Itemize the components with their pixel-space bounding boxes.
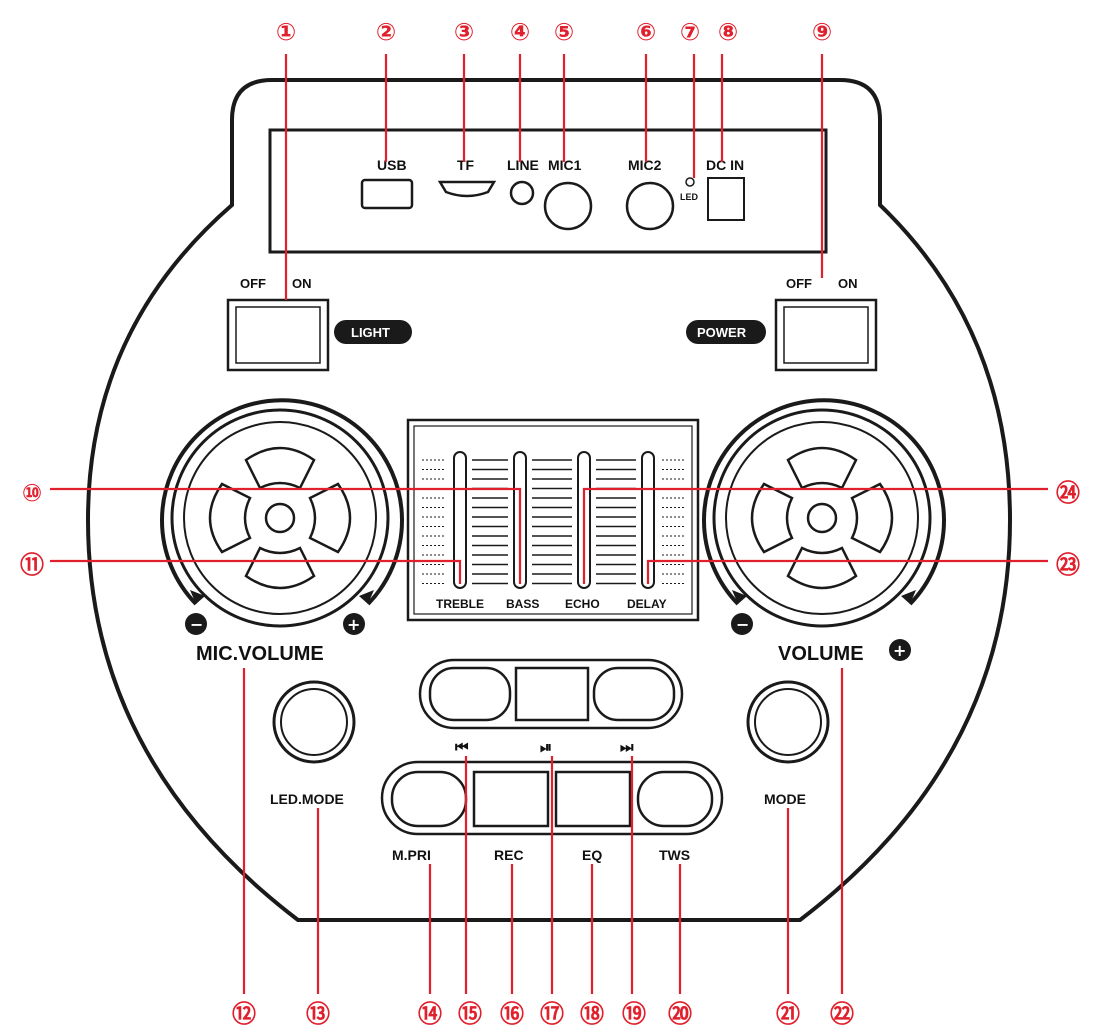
mic1-label: MIC1 — [548, 157, 582, 173]
eq-label: EQ — [582, 847, 602, 863]
power-off-label: OFF — [786, 276, 812, 291]
leader-11 — [50, 559, 462, 584]
power-pill-label: POWER — [697, 325, 747, 340]
slider-scales — [422, 459, 684, 585]
dcin-port — [707, 177, 745, 221]
tf-slot — [437, 180, 497, 198]
slider-track[interactable] — [641, 451, 655, 589]
led-label: LED — [680, 192, 699, 202]
callout-16: ⑯ — [500, 1000, 524, 1028]
callout-2: ② — [376, 18, 396, 46]
callout-13: ⑬ — [306, 1000, 330, 1028]
callout-19: ⑲ — [622, 1000, 646, 1028]
transport-buttons: ⏮ ⏯ ⏭ — [418, 658, 684, 756]
callout-6: ⑥ — [636, 18, 656, 46]
led-mode-label: LED.MODE — [270, 791, 344, 807]
callout-leaders — [50, 54, 1048, 994]
callout-12: ⑫ — [232, 1000, 256, 1028]
echo-label: ECHO — [565, 597, 600, 611]
light-switch: OFF ON LIGHT — [226, 276, 412, 372]
callout-9: ⑨ — [812, 18, 832, 46]
mic2-label: MIC2 — [628, 157, 662, 173]
play-pause-icon: ⏯ — [540, 739, 552, 756]
mode-control: MODE — [746, 680, 830, 807]
callout-17: ⑰ — [540, 1000, 564, 1028]
light-pill — [334, 320, 412, 344]
callout-18: ⑱ — [580, 1000, 604, 1028]
power-switch: OFF ON POWER — [686, 276, 878, 372]
led-indicator — [685, 177, 695, 187]
bass-label: BASS — [506, 597, 539, 611]
next-icon: ⏭ — [620, 739, 634, 756]
callout-20: ⑳ — [668, 1000, 692, 1028]
callout-5: ⑤ — [554, 18, 574, 46]
port-panel: USB TF LINE MIC1 MIC2 LED DC IN — [268, 128, 828, 254]
callout-7: ⑦ — [680, 18, 700, 46]
prev-icon: ⏮ — [455, 739, 469, 756]
mpri-button[interactable] — [390, 770, 468, 828]
volume-label: VOLUME — [778, 643, 864, 665]
callout-4: ④ — [510, 18, 530, 46]
rec-label: REC — [494, 847, 524, 863]
play-pause-button[interactable] — [514, 666, 590, 722]
prev-button[interactable] — [428, 666, 512, 722]
volume-knob: − + VOLUME — [702, 398, 946, 665]
slider-track[interactable] — [513, 451, 527, 589]
speaker-body — [85, 78, 1013, 922]
led-mode-control: LED.MODE — [270, 680, 356, 807]
mic-volume-label: MIC.VOLUME — [196, 643, 324, 665]
mode-button[interactable] — [746, 680, 830, 764]
callout-numbers: ① ② ③ ④ ⑤ ⑥ ⑦ ⑧ ⑨ ⑩ ⑪ ⑫ ⑬ ⑭ ⑮ ⑯ ⑰ ⑱ ⑲ ⑳ … — [20, 18, 1080, 1028]
next-button[interactable] — [592, 666, 676, 722]
mpri-label: M.PRI — [392, 847, 431, 863]
line-label: LINE — [507, 157, 539, 173]
usb-label: USB — [377, 157, 407, 173]
line-jack — [509, 180, 535, 206]
eq-button[interactable] — [554, 770, 632, 828]
light-on-label: ON — [292, 276, 312, 291]
tf-label: TF — [457, 157, 475, 173]
callout-11: ⑪ — [20, 551, 44, 579]
power-pill — [686, 320, 766, 344]
treble-label: TREBLE — [436, 597, 484, 611]
light-pill-label: LIGHT — [351, 325, 390, 340]
slider-tracks — [453, 451, 655, 589]
callout-14: ⑭ — [418, 1000, 442, 1028]
callout-8: ⑧ — [718, 18, 738, 46]
leader-23 — [646, 559, 1048, 584]
slider-track[interactable] — [453, 451, 467, 589]
delay-label: DELAY — [627, 597, 667, 611]
callout-22: ㉒ — [830, 1000, 854, 1028]
rec-button[interactable] — [472, 770, 550, 828]
mic-plus-label: + — [347, 615, 360, 634]
mic2-jack — [625, 181, 675, 231]
callout-23: ㉓ — [1056, 551, 1080, 579]
usb-port — [360, 178, 414, 210]
callout-24: ㉔ — [1056, 479, 1080, 507]
callout-21: ㉑ — [776, 1000, 800, 1028]
mic-volume-knob: − + MIC.VOLUME — [160, 398, 404, 665]
tws-button[interactable] — [636, 770, 714, 828]
light-off-label: OFF — [240, 276, 266, 291]
eq-slider-panel: TREBLE BASS ECHO DELAY — [406, 418, 700, 622]
tws-label: TWS — [659, 847, 690, 863]
mic1-jack — [543, 181, 593, 231]
power-on-label: ON — [838, 276, 858, 291]
vol-plus-label: + — [893, 641, 906, 660]
callout-1: ① — [276, 18, 296, 46]
mic-minus-label: − — [190, 615, 203, 634]
slider-track[interactable] — [577, 451, 591, 589]
mode-label: MODE — [764, 791, 806, 807]
vol-minus-label: − — [736, 615, 749, 634]
dcin-label: DC IN — [706, 157, 744, 173]
leader-24 — [582, 487, 1048, 584]
callout-10: ⑩ — [22, 479, 42, 507]
callout-15: ⑮ — [458, 1000, 482, 1028]
leader-10 — [50, 487, 522, 584]
callout-3: ③ — [454, 18, 474, 46]
led-mode-button[interactable] — [272, 680, 356, 764]
